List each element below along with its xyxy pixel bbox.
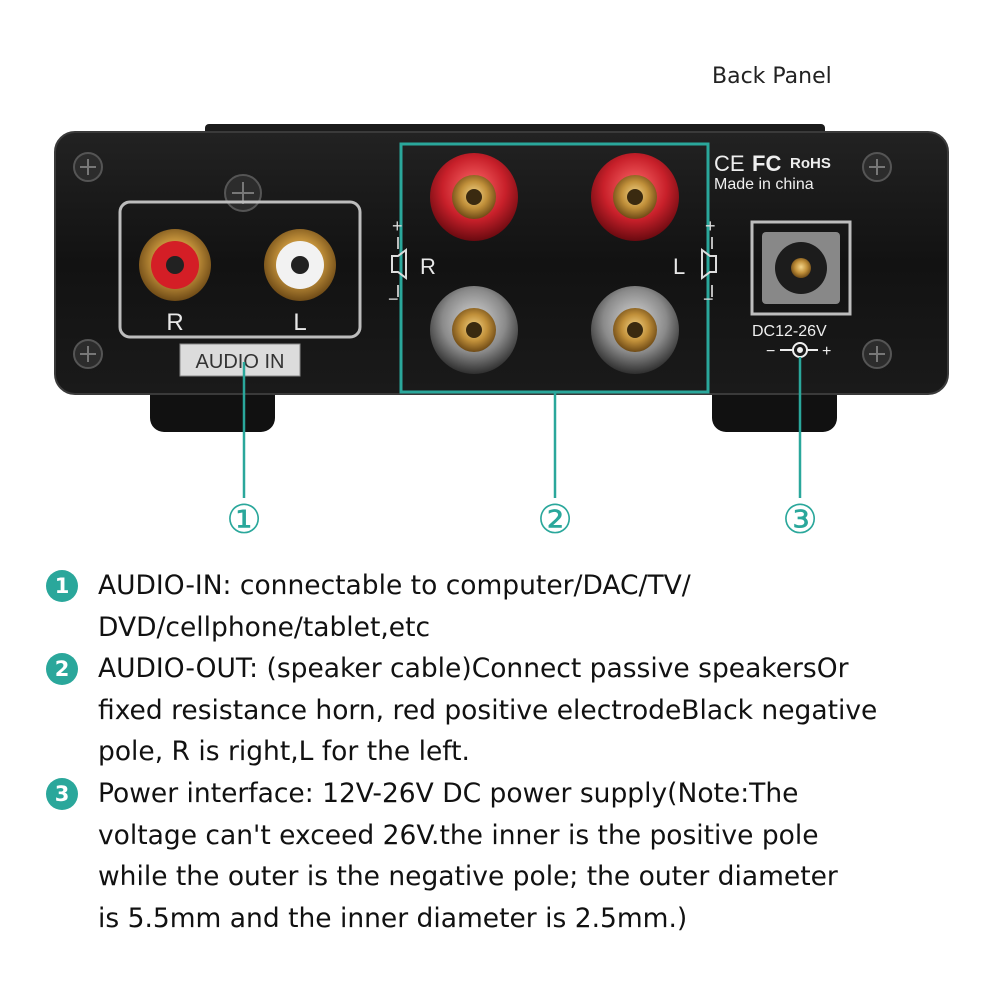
note-number-badge: 3 [46, 777, 78, 810]
speaker-right-icon [391, 248, 407, 280]
page-title: Back Panel [712, 64, 832, 89]
note-number-badge: 2 [46, 653, 78, 686]
note-text: AUDIO-IN: connectable to computer/DAC/TV… [98, 570, 691, 643]
audio-in-plate [179, 343, 301, 377]
fc-mark: FC [752, 151, 781, 176]
rca-jack-left-icon [264, 229, 336, 301]
note-number-badge: 1 [46, 570, 78, 602]
rohs-mark: RoHS [790, 155, 831, 172]
callout-marker-2: ② [537, 497, 573, 543]
callout-marker-1: ① [226, 497, 262, 543]
note-text: AUDIO-OUT: (speaker cable)Connect passiv… [98, 653, 878, 768]
dc-voltage-label: DC12-26V [752, 323, 827, 340]
speaker-left-plus: + [705, 216, 716, 236]
back-panel-diagram: R L AUDIO IN + − + − R L CE FC RoHS Made [54, 124, 949, 543]
callout-marker-3: ③ [782, 497, 818, 543]
note-power: 3 Power interface: 12V-26V DC power supp… [46, 773, 966, 939]
dc-jack-frame [750, 220, 852, 316]
binding-post-black-left-icon [591, 286, 679, 374]
dc-polarity-plus: + [822, 343, 831, 360]
ce-mark: CE [714, 151, 745, 176]
binding-post-black-right-icon [430, 286, 518, 374]
speaker-left-label: L [673, 254, 685, 279]
made-in-label: Made in china [714, 176, 814, 193]
dc-polarity-minus: − [766, 343, 775, 360]
binding-post-red-left-icon [591, 153, 679, 241]
note-audio-out: 2 AUDIO-OUT: (speaker cable)Connect pass… [46, 648, 966, 773]
speaker-right-plus: + [392, 216, 403, 236]
audio-in-frame [118, 200, 362, 339]
binding-post-red-right-icon [430, 153, 518, 241]
speaker-left-minus: − [703, 289, 714, 309]
speaker-left-icon [701, 248, 717, 280]
audio-in-label: AUDIO IN [196, 351, 285, 373]
speaker-right-minus: − [388, 289, 399, 309]
rca-jack-right-icon [139, 229, 211, 301]
back-panel [54, 131, 949, 395]
speaker-right-label: R [420, 254, 436, 279]
rca-right-label: R [166, 309, 183, 336]
notes-list: 1 AUDIO-IN: connectable to computer/DAC/… [46, 565, 966, 939]
rca-left-label: L [293, 309, 306, 336]
note-audio-in: 1 AUDIO-IN: connectable to computer/DAC/… [46, 565, 966, 648]
note-text: Power interface: 12V-26V DC power supply… [98, 777, 838, 934]
